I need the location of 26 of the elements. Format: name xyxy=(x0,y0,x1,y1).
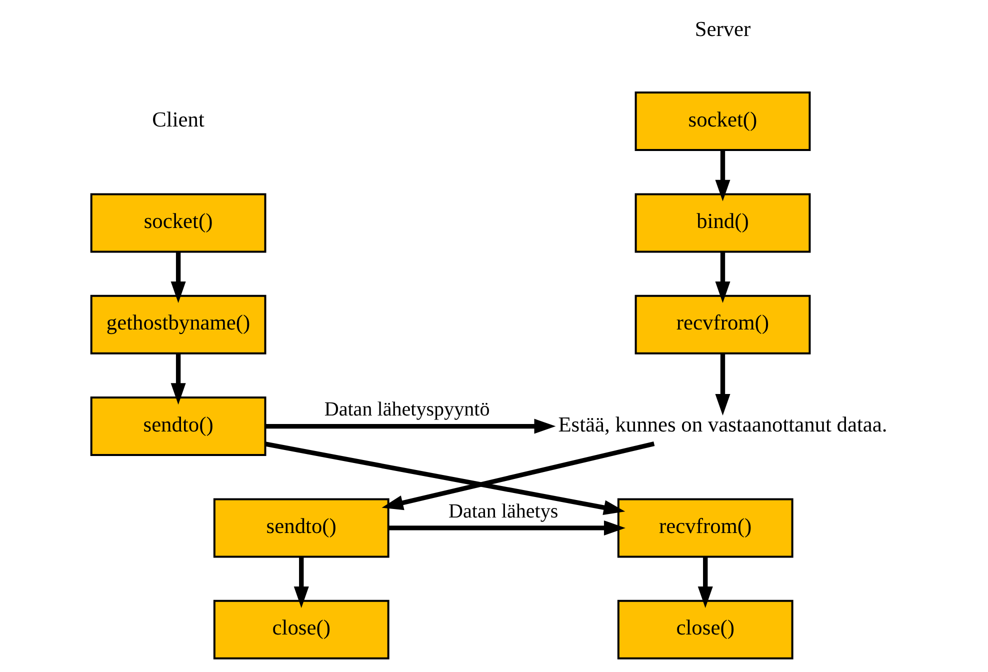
arrow xyxy=(294,556,309,608)
arrow xyxy=(266,418,556,434)
node-box: recvfrom() xyxy=(617,498,794,558)
node-box: close() xyxy=(617,600,794,660)
arrow xyxy=(170,252,186,303)
arrow xyxy=(698,556,713,608)
arrow xyxy=(170,354,186,405)
node-box: sendto() xyxy=(213,498,390,558)
arrow xyxy=(382,441,655,510)
label: Server xyxy=(694,17,751,42)
node-box: recvfrom() xyxy=(634,294,811,354)
arrow xyxy=(264,442,626,515)
arrow xyxy=(715,354,730,416)
node-box: socket() xyxy=(634,92,811,152)
arrow xyxy=(388,520,626,536)
arrow xyxy=(715,252,730,303)
edge-label: Datan lähetyspyyntö xyxy=(324,398,490,421)
arrow xyxy=(715,150,730,202)
node-box: sendto() xyxy=(90,396,266,456)
node-box: socket() xyxy=(90,193,266,253)
node-box: bind() xyxy=(634,193,811,253)
node-text: Estää, kunnes on vastaanottanut dataa. xyxy=(558,412,888,436)
node-box: gethostbyname() xyxy=(90,294,266,354)
node-box: close() xyxy=(213,600,390,660)
edge-label: Datan lähetys xyxy=(448,500,558,522)
label: Client xyxy=(152,107,204,132)
